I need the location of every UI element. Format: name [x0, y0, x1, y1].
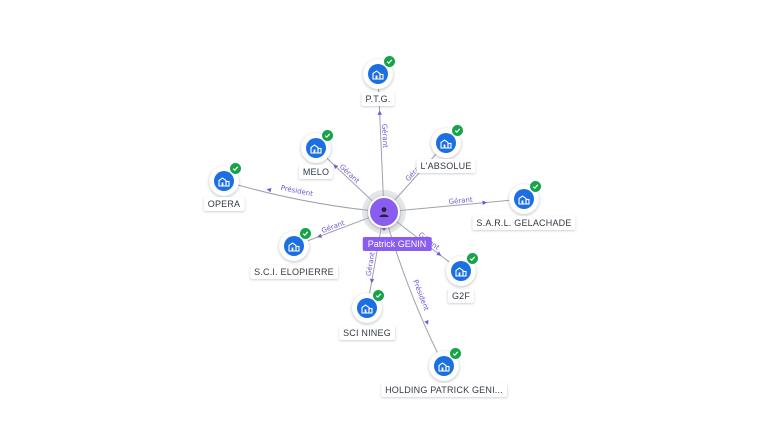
- company-node-inner: [284, 236, 304, 256]
- edge-label-holding: Président: [411, 279, 430, 313]
- company-node-inner: [434, 356, 454, 376]
- company-label-ptg[interactable]: P.T.G.: [361, 92, 395, 106]
- company-node-ptg[interactable]: [363, 55, 396, 89]
- building-icon: [518, 194, 530, 205]
- building-icon: [438, 361, 450, 372]
- edge-label-ptg: Gérant: [380, 124, 389, 149]
- building-icon: [455, 266, 467, 277]
- edge-arrow-g2f: [436, 251, 442, 256]
- edge-label-gelachade: Gérant: [448, 196, 473, 206]
- company-node-holding[interactable]: [429, 347, 462, 381]
- company-node-labsolue[interactable]: [431, 124, 464, 158]
- company-node-inner: [436, 133, 456, 153]
- verified-check-icon: [383, 55, 396, 68]
- verified-check-icon: [321, 129, 334, 142]
- company-label-g2f[interactable]: G2F: [447, 289, 475, 303]
- edge-opera: [223, 180, 385, 213]
- company-label-nineg[interactable]: SCI NINEG: [339, 326, 395, 340]
- company-label-gelachade[interactable]: S.A.R.L. GELACHADE: [472, 216, 576, 230]
- company-label-labsolue[interactable]: L'ABSOLUE: [416, 159, 476, 173]
- verified-check-icon: [466, 252, 479, 265]
- edge-label-elopierre: Gérant: [320, 219, 346, 235]
- edge-label-melo: Gérant: [338, 163, 361, 186]
- building-icon: [440, 138, 452, 149]
- company-node-inner: [306, 138, 326, 158]
- edge-arrow-melo: [333, 164, 339, 170]
- edge-arrow-opera: [266, 187, 272, 193]
- building-icon: [372, 69, 384, 80]
- verified-check-icon: [529, 180, 542, 193]
- company-node-inner: [368, 64, 388, 84]
- company-node-inner: [357, 298, 377, 318]
- company-node-melo[interactable]: [301, 129, 334, 163]
- building-icon: [218, 176, 230, 187]
- building-icon: [361, 303, 373, 314]
- building-icon: [288, 241, 300, 252]
- company-node-gelachade[interactable]: [509, 180, 542, 214]
- company-node-inner: [514, 189, 534, 209]
- verified-check-icon: [299, 227, 312, 240]
- company-label-melo[interactable]: MELO: [298, 165, 334, 179]
- edge-arrow-holding: [424, 320, 429, 325]
- person-icon: [379, 207, 389, 217]
- edge-gelachade: [383, 198, 525, 213]
- company-node-elopierre[interactable]: [279, 227, 312, 261]
- company-node-g2f[interactable]: [446, 252, 479, 286]
- company-label-elopierre[interactable]: S.C.I. ELOPIERRE: [250, 265, 338, 279]
- company-node-nineg[interactable]: [352, 289, 385, 323]
- verified-check-icon: [449, 347, 462, 360]
- verified-check-icon: [229, 162, 242, 175]
- center-person-node[interactable]: [368, 196, 400, 228]
- company-node-opera[interactable]: [209, 162, 242, 196]
- verified-check-icon: [372, 289, 385, 302]
- company-label-opera[interactable]: OPERA: [203, 197, 245, 211]
- company-node-inner: [451, 261, 471, 281]
- company-label-holding[interactable]: HOLDING PATRICK GENI...: [381, 383, 507, 397]
- edge-arrow-nineg: [369, 278, 375, 284]
- edge-arrow-ptg: [377, 110, 382, 115]
- building-icon: [310, 143, 322, 154]
- edge-label-opera: Président: [280, 184, 314, 198]
- edge-holding: [383, 211, 445, 367]
- edge-arrow-elopierre: [317, 233, 323, 238]
- center-person-label[interactable]: Patrick GENIN: [362, 237, 432, 251]
- verified-check-icon: [451, 124, 464, 137]
- edge-arrow-gelachade: [482, 200, 487, 206]
- company-node-inner: [214, 171, 234, 191]
